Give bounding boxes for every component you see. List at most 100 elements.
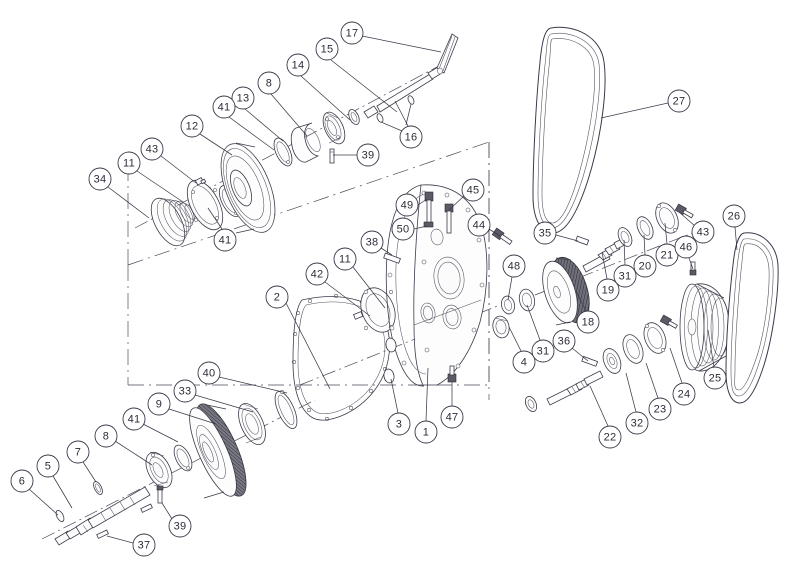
- callout-27[interactable]: 27: [667, 89, 691, 113]
- callout-4[interactable]: 4: [512, 350, 536, 374]
- callout-34[interactable]: 34: [88, 167, 112, 191]
- callout-38[interactable]: 38: [360, 230, 384, 254]
- part-12-flywheel: [220, 142, 276, 234]
- callout-1[interactable]: 1: [414, 420, 438, 444]
- part-1-bell-housing: [385, 184, 488, 387]
- part-20-bearing: [636, 216, 654, 240]
- callout-12[interactable]: 12: [180, 114, 204, 138]
- leader-line-23: [645, 362, 659, 399]
- callout-33[interactable]: 33: [173, 379, 197, 403]
- callout-31[interactable]: 31: [531, 339, 555, 363]
- housing-assembly: [292, 184, 536, 421]
- leader-line-42: [324, 281, 371, 317]
- callout-43[interactable]: 43: [140, 137, 164, 161]
- callout-46[interactable]: 46: [674, 235, 698, 259]
- callout-31[interactable]: 31: [613, 264, 637, 288]
- part-18-knurled-wheel: [542, 256, 590, 326]
- callout-50[interactable]: 50: [391, 217, 415, 241]
- callout-7[interactable]: 7: [66, 440, 90, 464]
- callout-circle-2: [265, 285, 289, 309]
- callout-48[interactable]: 48: [502, 254, 526, 278]
- callout-circle-15: [315, 37, 339, 61]
- callout-16[interactable]: 16: [399, 125, 423, 149]
- callout-36[interactable]: 36: [552, 329, 576, 353]
- leader-line-50: [413, 225, 428, 230]
- callout-9[interactable]: 9: [147, 392, 171, 416]
- callout-20[interactable]: 20: [633, 254, 657, 278]
- part-33-bearing: [238, 403, 266, 445]
- callout-45[interactable]: 45: [461, 178, 485, 202]
- part-8-hub-lower: [145, 451, 173, 489]
- part-26-belt: [725, 232, 779, 404]
- callout-39[interactable]: 39: [168, 514, 192, 538]
- callout-circle-24: [672, 382, 696, 406]
- callout-14[interactable]: 14: [286, 53, 310, 77]
- leader-line-1: [425, 367, 429, 422]
- callout-24[interactable]: 24: [672, 382, 696, 406]
- callout-circle-34: [88, 167, 112, 191]
- callout-40[interactable]: 40: [197, 361, 221, 385]
- callout-37[interactable]: 37: [132, 533, 156, 557]
- callout-18[interactable]: 18: [576, 310, 600, 334]
- callout-22[interactable]: 22: [598, 425, 622, 449]
- callout-44[interactable]: 44: [467, 213, 491, 237]
- part-35-pin: [575, 235, 590, 246]
- callout-circle-44: [467, 213, 491, 237]
- callout-47[interactable]: 47: [440, 405, 464, 429]
- callout-circle-33: [173, 379, 197, 403]
- callout-41[interactable]: 41: [212, 95, 236, 119]
- callout-5[interactable]: 5: [36, 454, 60, 478]
- callout-23[interactable]: 23: [648, 397, 672, 421]
- callout-11[interactable]: 11: [333, 247, 357, 271]
- leader-line-33: [194, 394, 254, 413]
- callout-41[interactable]: 41: [122, 407, 146, 431]
- leader-line-48: [507, 276, 513, 301]
- leader-line-11: [352, 266, 386, 309]
- callout-25[interactable]: 25: [703, 366, 727, 390]
- callout-circle-25: [703, 366, 727, 390]
- callout-26[interactable]: 26: [722, 204, 746, 228]
- part-22-shaft: [524, 370, 604, 412]
- callout-3[interactable]: 3: [387, 412, 411, 436]
- leader-line-19: [601, 251, 608, 280]
- callout-43[interactable]: 43: [691, 220, 715, 244]
- leader-line-44: [488, 228, 501, 237]
- callout-17[interactable]: 17: [340, 21, 364, 45]
- callout-39[interactable]: 39: [356, 143, 380, 167]
- callout-32[interactable]: 32: [625, 411, 649, 435]
- callout-circle-7: [66, 440, 90, 464]
- callout-35[interactable]: 35: [533, 221, 557, 245]
- leader-line-31: [526, 304, 541, 341]
- callout-15[interactable]: 15: [315, 37, 339, 61]
- leader-line-3: [390, 378, 399, 414]
- leader-line-17: [361, 35, 442, 53]
- part-17-shaft-cone: [363, 33, 459, 119]
- part-39-pin-upper: [329, 148, 335, 164]
- leader-line-7: [82, 461, 97, 483]
- callout-49[interactable]: 49: [395, 193, 419, 217]
- leader-line-38: [380, 247, 393, 256]
- callout-circle-16: [399, 125, 423, 149]
- callout-6[interactable]: 6: [10, 469, 34, 493]
- part-7-ring: [93, 481, 103, 495]
- callout-circle-27: [667, 89, 691, 113]
- part-44-bolt: [491, 227, 513, 245]
- callout-circle-11: [333, 247, 357, 271]
- callout-11[interactable]: 11: [117, 151, 141, 175]
- callout-circle-39: [356, 143, 380, 167]
- callout-42[interactable]: 42: [305, 262, 329, 286]
- part-16-washers: [376, 95, 415, 132]
- callout-circle-9: [147, 392, 171, 416]
- leader-line-41: [142, 423, 179, 443]
- callout-2[interactable]: 2: [265, 285, 289, 309]
- part-50-washer: [423, 221, 434, 228]
- callout-8[interactable]: 8: [257, 71, 281, 95]
- callout-41[interactable]: 41: [213, 228, 237, 252]
- callout-8[interactable]: 8: [94, 424, 118, 448]
- part-8-spacer-sleeve: [290, 122, 321, 163]
- callout-circle-45: [461, 178, 485, 202]
- leader-line-31: [623, 239, 626, 266]
- leader-line-37: [106, 535, 134, 544]
- callout-circle-41: [122, 407, 146, 431]
